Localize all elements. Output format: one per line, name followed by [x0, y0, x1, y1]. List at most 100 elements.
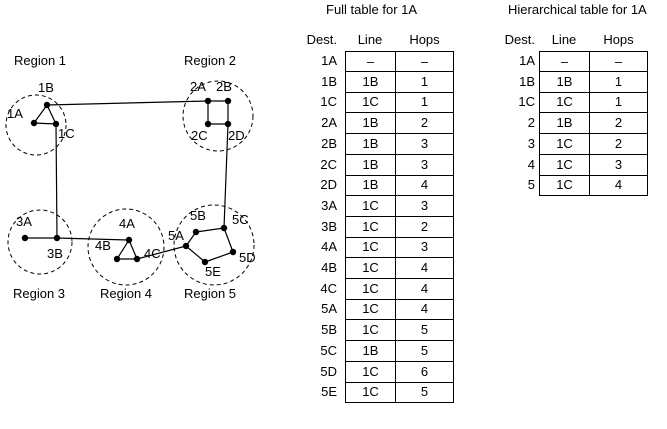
link-1c-3b	[55, 123, 58, 239]
cell-dest: 5D	[320, 363, 337, 379]
cell-dest: 5C	[320, 342, 337, 358]
router-label-3b: 3B	[47, 246, 63, 261]
cell-hops: 1	[395, 92, 454, 114]
cell-hops: 4	[395, 258, 454, 279]
region-1-label: Region 1	[14, 53, 66, 68]
cell-dest: 5A	[321, 301, 337, 317]
cell-hops: 1	[589, 71, 648, 93]
cell-dest: 3B	[321, 218, 337, 234]
header-line: Line	[551, 32, 577, 47]
region-3-label: Region 3	[13, 286, 65, 301]
cell-dest: 2A	[321, 115, 337, 131]
header-hops: Hops	[603, 32, 634, 47]
cell-dest: 3	[527, 135, 535, 151]
router-5e	[201, 258, 209, 266]
cell-hops: 4	[589, 175, 648, 197]
region-2-boundary	[182, 80, 254, 152]
region-1-boundary	[5, 94, 67, 156]
router-label-5e: 5E	[205, 264, 221, 279]
cell-dest: 1B	[519, 73, 535, 89]
cell-line: 1C	[539, 133, 589, 155]
region-4-label: Region 4	[100, 286, 152, 301]
cell-line: 1B	[345, 154, 395, 176]
cell-hops: 3	[589, 154, 648, 176]
router-3a	[21, 234, 29, 242]
region-5-boundary	[173, 204, 255, 286]
cell-line: 1C	[539, 175, 589, 197]
cell-dest: 1C	[518, 94, 535, 110]
link-1b-2a	[46, 100, 209, 106]
cell-line: 1B	[345, 175, 395, 197]
link-5b-5c	[195, 227, 225, 233]
cell-dest: 1A	[321, 53, 337, 68]
cell-dest: 5E	[321, 384, 337, 400]
router-label-4a: 4A	[119, 216, 135, 231]
cell-dest: 4	[527, 156, 535, 172]
header-hops: Hops	[409, 32, 440, 47]
cell-line: 1C	[345, 361, 395, 383]
cell-hops: 5	[395, 320, 454, 342]
full-table-title: Full table for 1A	[326, 2, 418, 17]
region-5-label: Region 5	[184, 286, 236, 301]
header-line: Line	[357, 32, 383, 47]
cell-dest: 1A	[519, 53, 535, 68]
network-diagram: Region 1 Region 2 Region 3 Region 4 Region 5…	[5, 53, 256, 301]
router-label-5c: 5C	[232, 212, 249, 227]
link-1b-1c	[46, 104, 57, 125]
link-4c-5a	[136, 245, 187, 260]
cell-dest: 4B	[321, 260, 337, 275]
cell-line: 1B	[539, 113, 589, 135]
link-5c-5d	[223, 227, 234, 253]
cell-dest: 2D	[320, 177, 337, 193]
cell-hops: 4	[395, 299, 454, 321]
cell-line: 1C	[345, 320, 395, 342]
router-label-2d: 2D	[228, 128, 245, 143]
cell-line: 1C	[345, 92, 395, 114]
router-4c	[133, 255, 141, 263]
cell-hops: 3	[395, 195, 454, 217]
region-2-label: Region 2	[184, 53, 236, 68]
cell-line: –	[345, 51, 395, 72]
router-label-1a: 1A	[7, 106, 23, 121]
header-dest: Dest.	[306, 32, 337, 47]
cell-line: 1B	[345, 113, 395, 135]
router-3b	[53, 234, 61, 242]
link-5e-5a	[185, 245, 206, 263]
router-1c	[52, 120, 60, 128]
cell-hops: 6	[395, 361, 454, 383]
router-label-4c: 4C	[144, 246, 161, 261]
hier-table-title: Hierarchical table for 1A	[508, 2, 647, 17]
cell-dest: 4C	[320, 280, 337, 296]
cell-dest: 1C	[320, 94, 337, 110]
router-label-2b: 2B	[216, 79, 232, 94]
cell-hops: 2	[395, 113, 454, 135]
link-4a-4b	[116, 239, 130, 260]
cell-hops: 2	[589, 133, 648, 155]
cell-dest: 3A	[321, 197, 337, 213]
table-row: 1A––	[300, 51, 454, 72]
cell-hops: 3	[395, 154, 454, 176]
router-5b	[192, 228, 200, 236]
cell-line: 1C	[345, 382, 395, 404]
cell-line: 1C	[345, 278, 395, 300]
cell-hops: –	[395, 51, 454, 72]
cell-line: 1B	[345, 133, 395, 155]
router-label-5a: 5A	[168, 228, 184, 243]
cell-hops: 4	[395, 278, 454, 300]
